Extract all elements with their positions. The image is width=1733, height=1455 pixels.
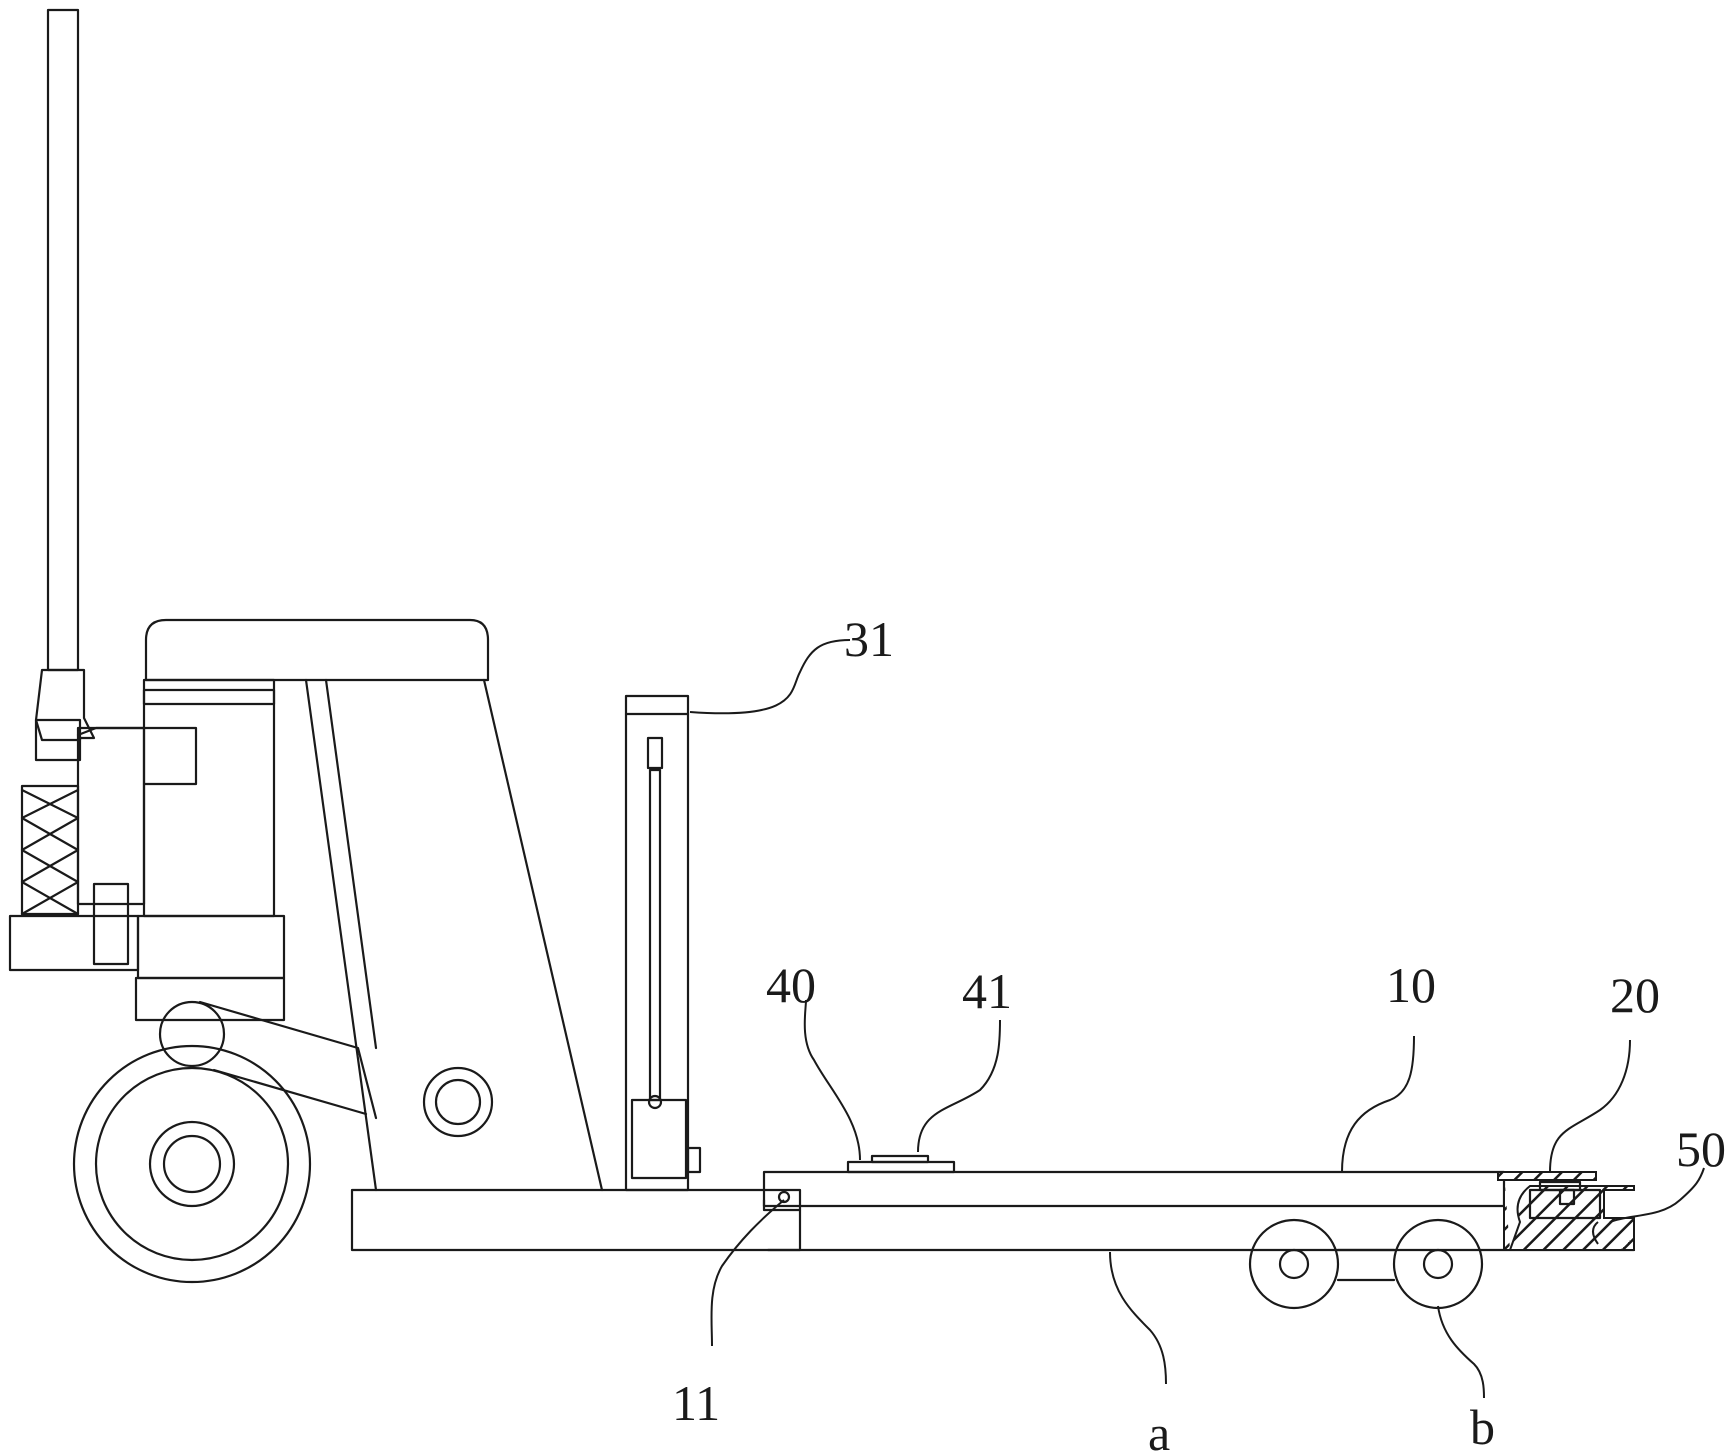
leader-a	[1109, 1251, 1167, 1385]
top-cap	[144, 618, 490, 682]
upper-plate	[762, 1170, 1506, 1212]
label-11: 11	[672, 1375, 720, 1431]
leader-20	[1549, 1039, 1631, 1173]
linkage	[158, 1000, 378, 1120]
label-41: 41	[962, 963, 1012, 1019]
gauge-column	[624, 694, 702, 1192]
fork-base	[350, 1188, 1636, 1252]
leader-31	[689, 639, 851, 715]
label-20: 20	[1610, 967, 1660, 1023]
rear-wheels	[1248, 1218, 1484, 1310]
label-10: 10	[1386, 957, 1436, 1013]
end-section	[1497, 1171, 1635, 1251]
label-31: 31	[844, 611, 894, 667]
main-wheel	[72, 1044, 312, 1284]
pump-cylinder	[8, 678, 286, 1022]
load-pad	[846, 1154, 956, 1174]
leader-41	[917, 1019, 1001, 1153]
leader-50	[1609, 1167, 1705, 1223]
reference-labels: 31 40 41 10 20 50 11 a b	[672, 611, 1726, 1455]
leader-11	[710, 1199, 785, 1347]
label-40: 40	[766, 957, 816, 1013]
leader-b	[1437, 1305, 1485, 1399]
mast-frame	[304, 678, 604, 1192]
label-b: b	[1470, 1399, 1495, 1455]
label-a: a	[1148, 1405, 1170, 1455]
leader-10	[1341, 1035, 1415, 1173]
label-50: 50	[1676, 1121, 1726, 1177]
spring	[20, 784, 80, 916]
leader-40	[803, 999, 861, 1161]
handle-bar	[34, 8, 96, 762]
leader-lines	[689, 639, 1705, 1399]
